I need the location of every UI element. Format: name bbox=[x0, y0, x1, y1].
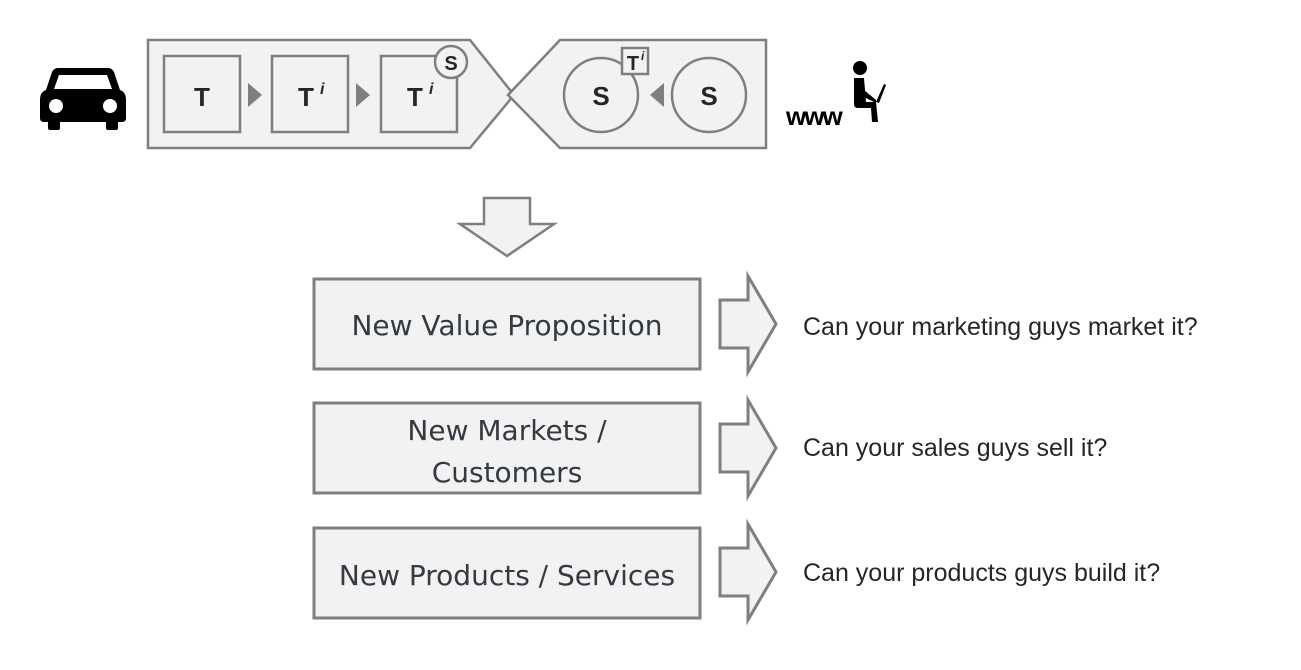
svg-text:www: www bbox=[785, 101, 843, 131]
s-circle-2-label: S bbox=[700, 81, 717, 111]
arrow-right-icon bbox=[356, 83, 370, 107]
s-circle-1: S T i bbox=[562, 46, 650, 134]
right-arrow-icon bbox=[718, 518, 778, 626]
t-box-2: T i bbox=[270, 54, 350, 134]
t-box-2-label: T bbox=[298, 82, 314, 112]
products-question: Can your products guys build it? bbox=[803, 559, 1160, 587]
row-markets-customers: New Markets / Customers Can your sales g… bbox=[312, 394, 1107, 502]
right-arrow-icon bbox=[718, 270, 778, 378]
value-proposition-box bbox=[312, 277, 702, 371]
s-badge-label: S bbox=[444, 53, 457, 75]
row-value-proposition: New Value Proposition Can your marketing… bbox=[312, 270, 1198, 378]
t-box-3-superscript: i bbox=[429, 81, 434, 98]
t-box-3-label: T bbox=[407, 82, 423, 112]
s-circle-2: S bbox=[670, 56, 748, 134]
arrow-left-icon bbox=[650, 83, 664, 107]
t-badge-superscript: i bbox=[641, 49, 645, 63]
markets-customers-label-line1: New Markets / bbox=[407, 414, 607, 447]
car-icon bbox=[40, 68, 126, 130]
t-box-1: T bbox=[162, 54, 242, 134]
s-circle-1-label: S bbox=[592, 81, 609, 111]
right-arrow-icon bbox=[718, 394, 778, 502]
marketing-question: Can your marketing guys market it? bbox=[803, 313, 1198, 341]
row-products-services: New Products / Services Can your product… bbox=[312, 518, 1160, 626]
t-badge-label: T bbox=[627, 53, 639, 75]
down-arrow-icon bbox=[455, 196, 559, 258]
www-person-laptop-icon: www bbox=[785, 61, 886, 131]
s-badge bbox=[433, 44, 469, 80]
sales-question: Can your sales guys sell it? bbox=[803, 434, 1107, 462]
t-box-1-label: T bbox=[194, 82, 210, 112]
markets-customers-box bbox=[312, 401, 702, 495]
markets-customers-label-line2: Customers bbox=[432, 456, 583, 489]
t-box-2-superscript: i bbox=[320, 81, 325, 98]
products-services-label: New Products / Services bbox=[339, 559, 675, 592]
value-proposition-label: New Value Proposition bbox=[351, 309, 662, 342]
products-services-box bbox=[312, 526, 702, 620]
t-box-3: T i S bbox=[379, 44, 469, 134]
t-badge bbox=[620, 46, 650, 76]
arrow-right-icon bbox=[248, 83, 262, 107]
